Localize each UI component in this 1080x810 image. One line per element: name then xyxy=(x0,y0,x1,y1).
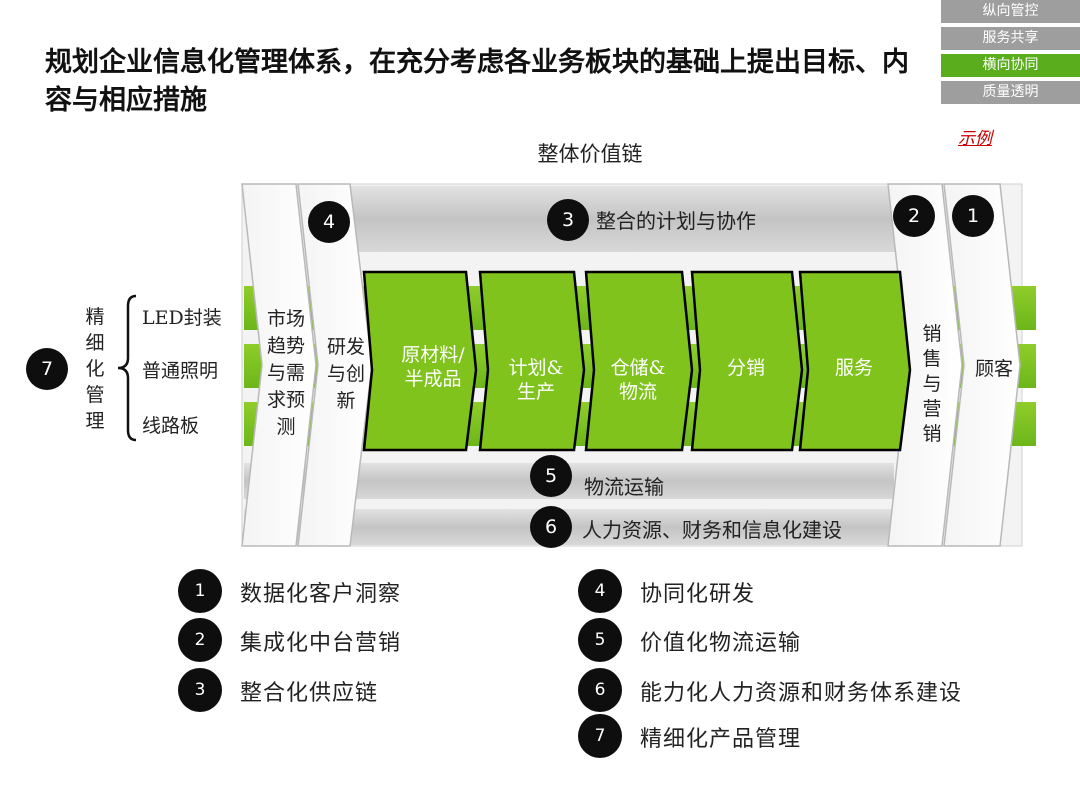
nav-tabs: 纵向管控 服务共享 横向协同 质量透明 xyxy=(941,0,1080,108)
left-brace xyxy=(117,294,137,442)
market-label: 市场趋势与需求预测 xyxy=(266,308,305,438)
top-band-label: 整合的计划与协作 xyxy=(596,209,756,233)
badge-5: 5 xyxy=(530,455,572,497)
chevron-warehouse xyxy=(584,270,694,452)
legend-badge: 5 xyxy=(578,618,622,662)
rnd-label: 研发与创新 xyxy=(326,336,365,412)
legend-text: 集成化中台营销 xyxy=(240,631,402,656)
fine-management-label: 精细化管理 xyxy=(82,304,108,434)
chevron-warehouse-label: 仓储& 物流 xyxy=(610,357,666,403)
legend-badge: 1 xyxy=(178,569,222,613)
legend-badge: 4 xyxy=(578,569,622,613)
legend-text: 能力化人力资源和财务体系建设 xyxy=(640,681,963,706)
logistics-label: 物流运输 xyxy=(584,475,664,499)
chevron-materials-label: 原材料/ 半成品 xyxy=(401,344,465,390)
badge-3: 3 xyxy=(547,199,589,241)
legend-text: 数据化客户洞察 xyxy=(240,582,402,607)
badge-2: 2 xyxy=(893,195,935,237)
fine-management-text: 精细化管理 xyxy=(85,306,105,432)
chevron-distribution xyxy=(690,270,804,452)
tab-vertical-control[interactable]: 纵向管控 xyxy=(941,0,1080,23)
chevron-service xyxy=(798,270,912,452)
market-column xyxy=(241,183,317,547)
badge-1: 1 xyxy=(952,195,994,237)
tab-quality-transparency[interactable]: 质量透明 xyxy=(941,81,1080,104)
legend-text: 整合化供应链 xyxy=(240,681,379,706)
customer-column xyxy=(943,183,1021,547)
tab-horizontal-collaboration[interactable]: 横向协同 xyxy=(941,54,1080,77)
badge-7: 7 xyxy=(26,348,68,390)
product-lighting: 普通照明 xyxy=(142,360,219,382)
chevron-service-label: 服务 xyxy=(834,357,873,379)
customer-label: 顾客 xyxy=(974,358,1013,380)
legend-badge: 3 xyxy=(178,668,222,712)
legend-badge: 7 xyxy=(578,714,622,758)
chevron-distribution-label: 分销 xyxy=(726,357,765,379)
page-title: 规划企业信息化管理体系，在充分考虑各业务板块的基础上提出目标、内容与相应措施 xyxy=(45,47,909,116)
badge-4: 4 xyxy=(308,201,350,243)
rnd-column xyxy=(297,183,373,547)
legend-badge: 6 xyxy=(578,668,622,712)
sales-label: 销售与营销 xyxy=(922,323,942,445)
chevron-planning-label: 计划& 生产 xyxy=(508,357,564,403)
legend-badge: 2 xyxy=(178,618,222,662)
chevron-planning xyxy=(478,270,586,452)
chevron-materials xyxy=(362,270,478,452)
badge-6: 6 xyxy=(530,506,572,548)
legend-text: 协同化研发 xyxy=(640,582,756,607)
chain-title: 整体价值链 xyxy=(537,142,643,166)
top-band xyxy=(300,186,900,252)
product-pcb: 线路板 xyxy=(142,415,200,437)
hr-label: 人力资源、财务和信息化建设 xyxy=(582,518,842,542)
legend-text: 精细化产品管理 xyxy=(640,727,802,752)
tab-shared-services[interactable]: 服务共享 xyxy=(941,27,1080,50)
product-led: LED封装 xyxy=(142,307,222,329)
legend-text: 价值化物流运输 xyxy=(640,631,802,656)
example-mark: 示例 xyxy=(958,129,992,149)
